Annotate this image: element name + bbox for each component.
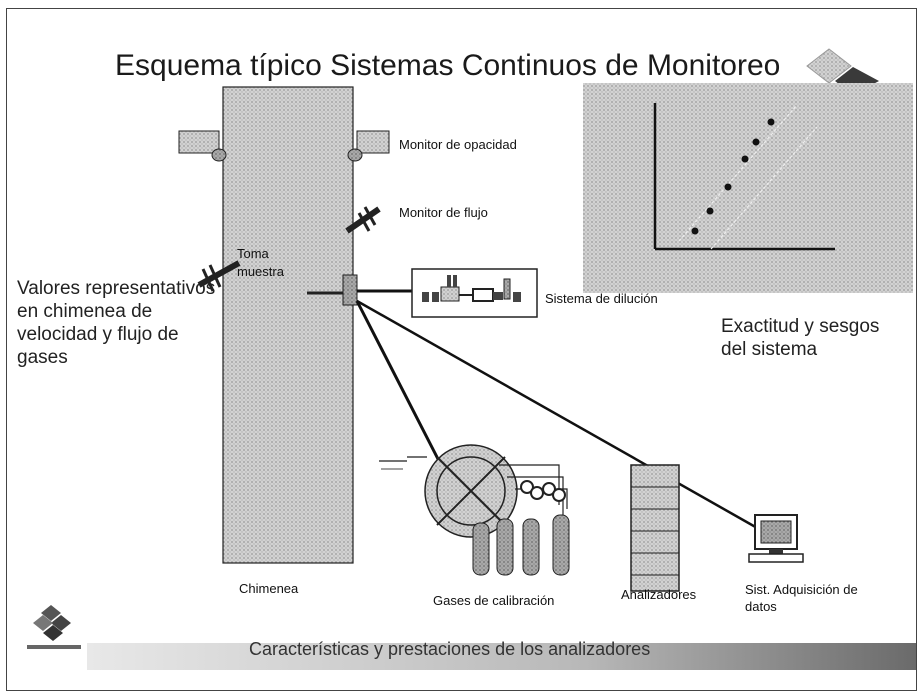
diagram-canvas: [27, 48, 916, 670]
chimney-stack: [222, 86, 354, 564]
velocity-probe: [197, 260, 241, 292]
calibration-gas-assembly: [379, 444, 570, 576]
slide: Esquema típico Sistemas Continuos de Mon…: [6, 8, 917, 691]
analyzers-rack: [630, 464, 680, 592]
label-chimenea: Chimenea: [239, 581, 299, 596]
chart-points: [691, 118, 775, 235]
label-sistema-dilucion: Sistema de dilución: [545, 291, 658, 306]
organization-logo: [27, 605, 81, 649]
flow-monitor-probe: [345, 206, 381, 234]
note-left: Valores representativos en chimenea de v…: [17, 278, 216, 368]
slide-title: Esquema típico Sistemas Continuos de Mon…: [115, 49, 781, 82]
note-right: Exactitud y sesgos del sistema: [721, 316, 880, 360]
computer-icon: [748, 514, 804, 563]
label-gases-calibracion: Gases de calibración: [433, 593, 555, 608]
label-monitor-flujo: Monitor de flujo: [399, 205, 488, 220]
dilution-system-box: [411, 268, 538, 318]
accuracy-chart-panel: [583, 83, 913, 293]
label-analizadores: Analizadores: [621, 587, 697, 602]
sample-port: [342, 274, 358, 306]
label-monitor-opacidad: Monitor de opacidad: [399, 137, 517, 152]
label-sist-adquisicion: Sist. Adquisición de datos: [745, 582, 858, 614]
label-toma-muestra: Toma muestra: [237, 246, 284, 279]
footer-note: Características y prestaciones de los an…: [249, 639, 651, 659]
footer-bar: [87, 643, 916, 670]
opacity-monitor-device: [178, 130, 390, 162]
